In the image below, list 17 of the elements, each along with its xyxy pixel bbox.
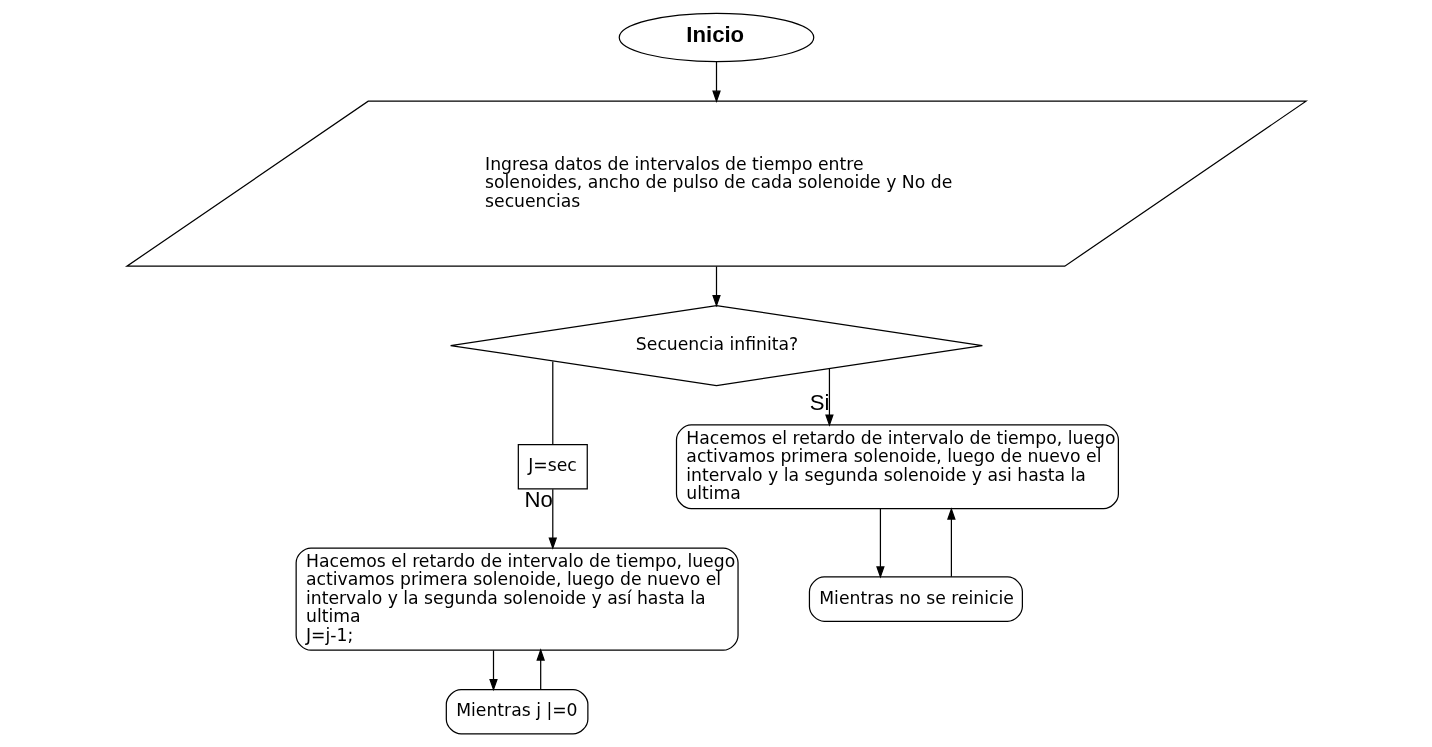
arrow: [535, 648, 545, 691]
node-ellipse: Inicio: [618, 12, 814, 63]
arrow: [946, 507, 956, 578]
connector: [551, 360, 553, 445]
node-box: Hacemos el retardo de intervalo de tiempo, luego activamos primera solenoide, luego de nuevo el intervalo y la segunda solenoide y asi hasta la ultima: [675, 424, 1119, 510]
arrow: [875, 508, 885, 579]
arrow: [824, 368, 834, 427]
arrow: [547, 488, 557, 550]
node-diamond: Secuencia infinita?: [449, 304, 983, 387]
node-box: J=sec: [517, 444, 588, 490]
arrow: [488, 649, 498, 692]
arrow: [711, 265, 721, 308]
node-box: Mientras no se reinicie: [808, 576, 1023, 622]
arrow: [711, 61, 721, 103]
edge-label: Si: [809, 389, 829, 415]
node-box: Hacemos el retardo de intervalo de tiempo, luego activamos primera solenoide, luego de nuevo el intervalo y la segunda solenoide y así hasta la ultima J=j-1;: [295, 547, 739, 651]
node-box: Mientras j |=0: [445, 689, 588, 735]
